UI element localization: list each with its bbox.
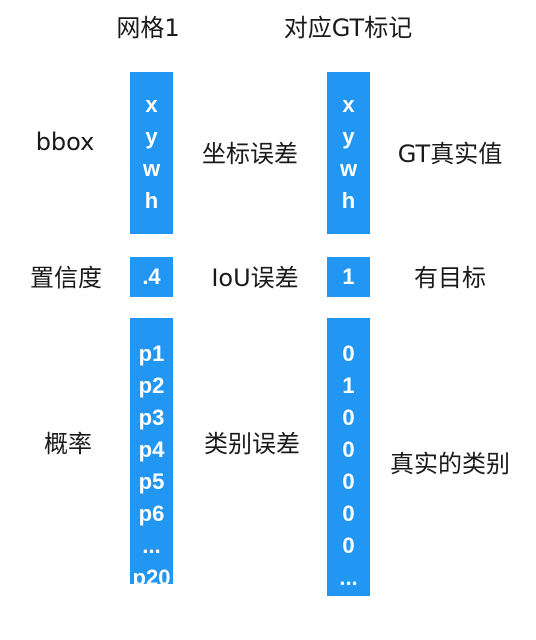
- gt-prob-4: 0: [342, 469, 355, 494]
- pred-prob-p1: p1: [138, 341, 165, 366]
- true-class-label: 真实的类别: [390, 450, 510, 478]
- pred-prob-p5: p5: [138, 469, 165, 494]
- pred-bbox-bar: x y w h: [130, 72, 173, 234]
- gt-bbox-y: y: [342, 124, 355, 149]
- pred-prob-bar: p1 p2 p3 p4 p5 p6 ... p20: [130, 318, 173, 590]
- pred-bbox-w: w: [142, 156, 161, 181]
- gt-confidence-bar: 1: [327, 257, 370, 297]
- gt-prob-1: 1: [342, 373, 355, 398]
- pred-confidence-bar: .4: [130, 257, 173, 297]
- gt-prob-0: 0: [342, 341, 355, 366]
- gt-prob-3: 0: [342, 437, 355, 462]
- grid-column-header: 网格1: [116, 14, 180, 42]
- pred-bbox-x: x: [145, 92, 158, 117]
- class-error-label: 类别误差: [204, 430, 300, 458]
- pred-bbox-y: y: [145, 124, 158, 149]
- gt-value-label: GT真实值: [397, 140, 503, 168]
- pred-confidence-value: .4: [142, 264, 161, 289]
- pred-prob-p3: p3: [138, 405, 165, 430]
- pred-prob-p2: p2: [138, 373, 165, 398]
- gt-bbox-x: x: [342, 92, 355, 117]
- gt-prob-6: 0: [342, 533, 355, 558]
- gt-confidence-value: 1: [342, 264, 355, 289]
- bbox-label: bbox: [35, 128, 95, 156]
- pred-prob-ellipsis: ...: [142, 533, 161, 558]
- pred-bbox-h: h: [144, 188, 159, 213]
- has-object-label: 有目标: [414, 264, 486, 292]
- iou-error-label: IoU误差: [211, 264, 299, 292]
- coord-error-label: 坐标误差: [202, 140, 298, 168]
- gt-bbox-h: h: [341, 188, 356, 213]
- gt-prob-2: 0: [342, 405, 355, 430]
- gt-prob-5: 0: [342, 501, 355, 526]
- pred-prob-p20: p20: [132, 565, 171, 590]
- pred-prob-p4: p4: [138, 437, 165, 462]
- confidence-label: 置信度: [30, 264, 102, 292]
- pred-prob-p6: p6: [138, 501, 165, 526]
- gt-prob-bar: 0 1 0 0 0 0 0 ...: [327, 318, 370, 596]
- gt-bbox-bar: x y w h: [327, 72, 370, 234]
- gt-bbox-w: w: [339, 156, 358, 181]
- gt-column-header: 对应GT标记: [283, 14, 413, 42]
- gt-prob-ellipsis: ...: [339, 565, 358, 590]
- probability-label: 概率: [44, 430, 92, 458]
